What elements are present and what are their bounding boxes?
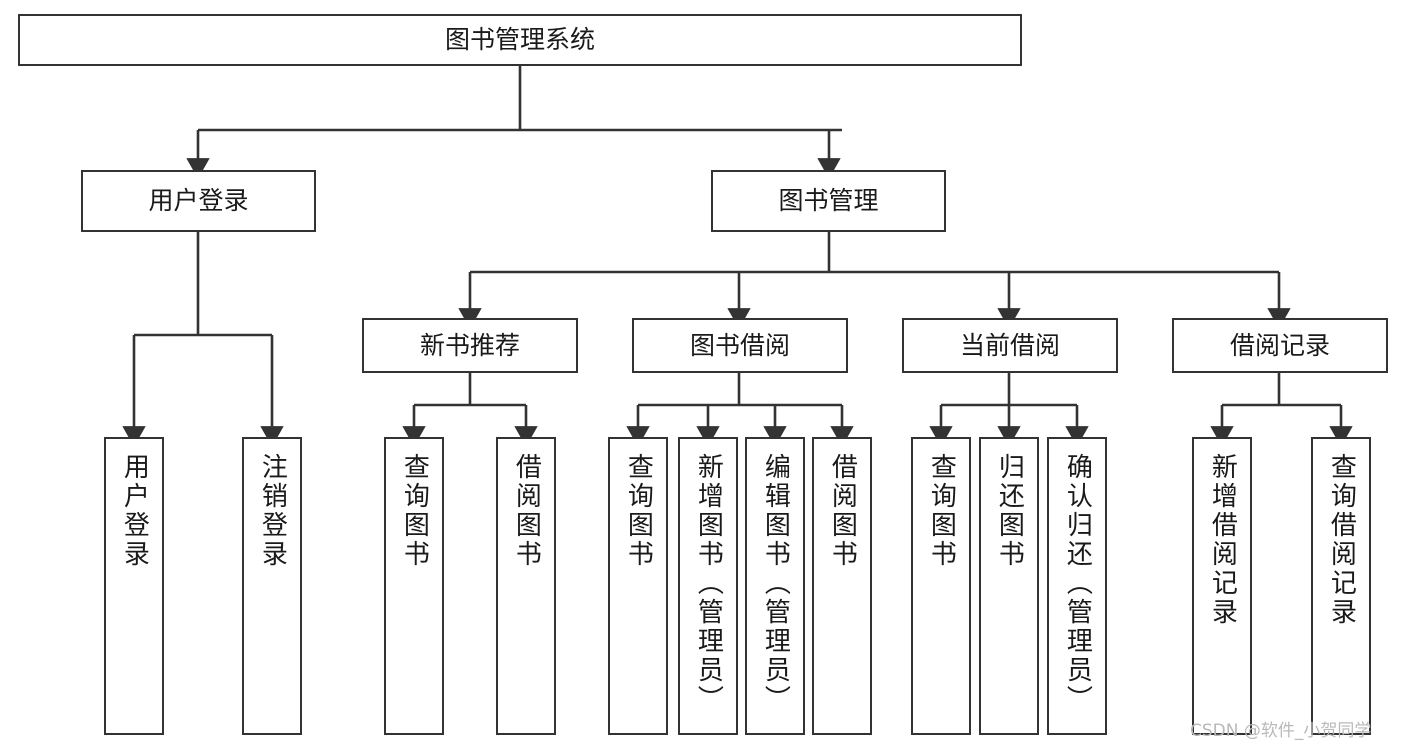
node-leaf-user-login-label: 用户登录 xyxy=(119,453,150,569)
node-borrow-record-label: 借阅记录 xyxy=(1229,330,1330,360)
node-leaf-query-book-3-label: 查询图书 xyxy=(926,453,957,569)
node-leaf-confirm-return-label: 确认归还（管理员） xyxy=(1062,453,1093,714)
node-book-borrow-label: 图书借阅 xyxy=(689,330,790,360)
node-leaf-return-book-label: 归还图书 xyxy=(994,453,1025,569)
node-leaf-add-book[interactable]: 新增图书（管理员） xyxy=(678,437,738,735)
node-leaf-borrow-book-2[interactable]: 借阅图书 xyxy=(812,437,872,735)
csdn-watermark: CSDN @软件_小贺同学 xyxy=(1190,721,1372,741)
node-book-mgmt-label: 图书管理 xyxy=(778,186,879,216)
node-leaf-borrow-book-1[interactable]: 借阅图书 xyxy=(496,437,556,735)
node-leaf-query-book-1[interactable]: 查询图书 xyxy=(384,437,444,735)
node-leaf-user-logout-label: 注销登录 xyxy=(257,453,288,569)
node-book-borrow[interactable]: 图书借阅 xyxy=(632,318,848,373)
node-root-label: 图书管理系统 xyxy=(444,25,595,55)
node-current-borrow-label: 当前借阅 xyxy=(959,330,1060,360)
node-current-borrow[interactable]: 当前借阅 xyxy=(902,318,1118,373)
node-leaf-user-login[interactable]: 用户登录 xyxy=(104,437,164,735)
node-leaf-borrow-book-1-label: 借阅图书 xyxy=(511,453,542,569)
node-leaf-add-record[interactable]: 新增借阅记录 xyxy=(1192,437,1252,735)
node-leaf-query-book-3[interactable]: 查询图书 xyxy=(911,437,971,735)
node-leaf-edit-book-label: 编辑图书（管理员） xyxy=(760,453,791,714)
node-root[interactable]: 图书管理系统 xyxy=(18,14,1022,66)
node-book-mgmt[interactable]: 图书管理 xyxy=(711,170,946,232)
node-leaf-query-book-1-label: 查询图书 xyxy=(399,453,430,569)
node-leaf-return-book[interactable]: 归还图书 xyxy=(979,437,1039,735)
node-new-book-rec-label: 新书推荐 xyxy=(419,330,520,360)
node-leaf-confirm-return[interactable]: 确认归还（管理员） xyxy=(1047,437,1107,735)
node-leaf-add-record-label: 新增借阅记录 xyxy=(1207,453,1238,627)
node-borrow-record[interactable]: 借阅记录 xyxy=(1172,318,1388,373)
node-leaf-query-record[interactable]: 查询借阅记录 xyxy=(1311,437,1371,735)
node-leaf-query-record-label: 查询借阅记录 xyxy=(1326,453,1357,627)
node-leaf-borrow-book-2-label: 借阅图书 xyxy=(827,453,858,569)
node-user-login[interactable]: 用户登录 xyxy=(81,170,316,232)
node-user-login-label: 用户登录 xyxy=(148,186,249,216)
node-leaf-edit-book[interactable]: 编辑图书（管理员） xyxy=(745,437,805,735)
node-leaf-add-book-label: 新增图书（管理员） xyxy=(693,453,724,714)
node-leaf-query-book-2[interactable]: 查询图书 xyxy=(608,437,668,735)
node-leaf-query-book-2-label: 查询图书 xyxy=(623,453,654,569)
node-leaf-user-logout[interactable]: 注销登录 xyxy=(242,437,302,735)
node-new-book-rec[interactable]: 新书推荐 xyxy=(362,318,578,373)
